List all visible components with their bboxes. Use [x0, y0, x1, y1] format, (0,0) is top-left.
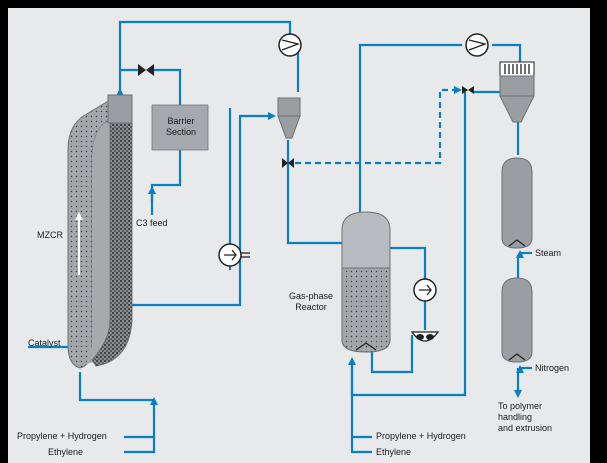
arrow-c3-feed	[148, 186, 156, 194]
compressor-icon	[465, 33, 489, 57]
feed-right-ethylene-label: Ethylene	[376, 447, 412, 457]
polymer-line1: To polymer	[498, 401, 543, 411]
gas-phase-line1: Gas-phase	[288, 291, 334, 301]
heat-exchanger-icon	[218, 243, 250, 267]
pipe-gpr-top	[358, 43, 462, 215]
arrow-steam	[516, 250, 524, 258]
arrow-loop	[268, 112, 276, 120]
pipe-comp2-out	[492, 43, 522, 65]
purge-vessel	[501, 277, 533, 363]
cyclone-separator	[277, 97, 301, 139]
cyclone-separator	[499, 61, 535, 123]
steam-label: Steam	[535, 248, 562, 258]
barrier-section-line1: Barrier	[167, 116, 195, 126]
gas-phase-reactor	[341, 211, 391, 353]
mzcr-downcomer	[86, 120, 110, 364]
pipe-gpr-hx	[390, 246, 427, 330]
mzcr-riser-arrowhead	[75, 212, 83, 220]
gas-phase-reactor-label: Gas-phase Reactor	[282, 291, 340, 313]
pipe-feed-left-ethylene	[124, 437, 156, 454]
filter-icon	[410, 331, 440, 342]
arrow-mzcr	[116, 88, 124, 96]
arrow-dashed	[454, 86, 462, 94]
mzcr-reactor	[67, 94, 133, 369]
pipe-mzcr-bottom-loop	[80, 114, 272, 307]
feed-left-ethylene-label: Ethylene	[48, 447, 84, 457]
mzcr-separator	[107, 94, 133, 124]
valve-icon	[282, 158, 294, 168]
mzcr-downcomer-bed	[91, 122, 133, 367]
polymer-line2: handling	[498, 412, 533, 422]
barrier-section-box	[151, 104, 209, 151]
arrow-feed-left	[150, 397, 158, 405]
polymer-line3: and extrusion	[498, 423, 553, 433]
flow-arrows	[76, 86, 524, 405]
mzcr-riser-arrow	[78, 215, 80, 275]
purge-vessel	[501, 157, 533, 249]
polymer-output-label: To polymer handling and extrusion	[498, 401, 578, 434]
barrier-section-label: Barrier Section	[156, 116, 206, 138]
arrow-polymer-out	[514, 390, 522, 398]
valve-icon	[138, 64, 154, 76]
barrier-section-line2: Section	[165, 127, 197, 137]
pipe-feed-left	[78, 372, 156, 437]
c3-feed-label: C3 feed	[136, 218, 168, 228]
pipe-feed-right-ethylene	[350, 437, 372, 454]
arrow-feed-right	[348, 357, 356, 365]
feed-right-propylene-label: Propylene + Hydrogen	[376, 431, 466, 441]
dashed-recycle	[295, 88, 462, 165]
pipe-filter-line	[370, 335, 414, 374]
catalyst-label: Catalyst	[28, 338, 61, 348]
pipe-mzcr-top	[118, 20, 292, 92]
pipe-cyclone-to-gpr	[286, 140, 352, 245]
heat-exchanger-icon	[413, 278, 437, 302]
compressor-icon	[278, 33, 302, 57]
pipe-feed-right	[350, 360, 372, 439]
nitrogen-label: Nitrogen	[535, 363, 570, 373]
arrow-nitrogen	[516, 365, 524, 373]
mzcr-label: MZCR	[37, 230, 63, 240]
feed-left-propylene-label: Propylene + Hydrogen	[17, 431, 107, 441]
valve-icon	[462, 86, 474, 94]
gas-phase-line2: Reactor	[295, 302, 327, 312]
